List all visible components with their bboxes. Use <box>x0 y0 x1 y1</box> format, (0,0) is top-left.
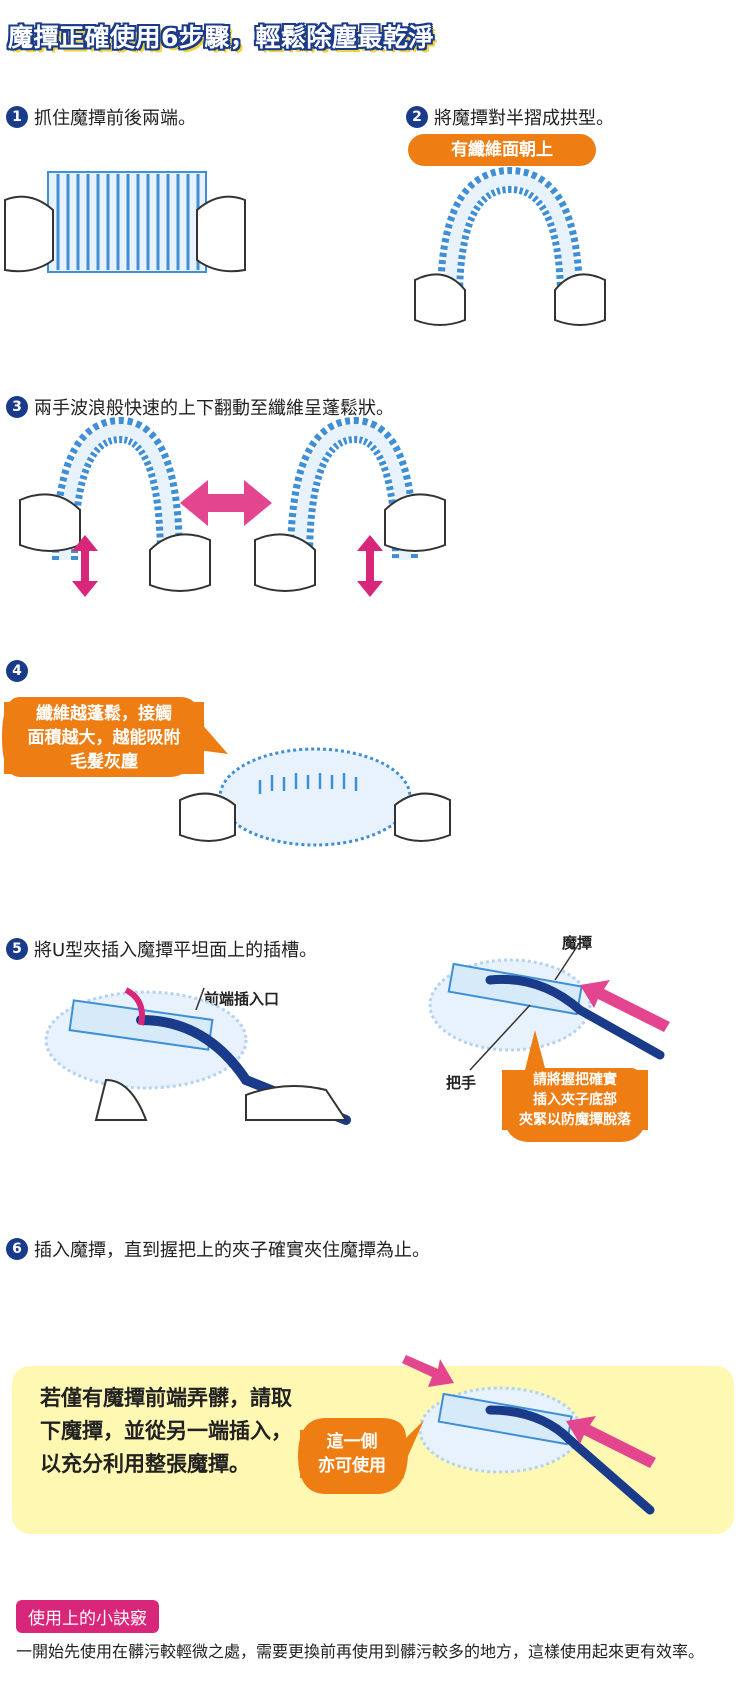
duster-label: 魔撢 <box>562 934 593 952</box>
step-text: 將U型夾插入魔撢平坦面上的插槽。 <box>34 940 318 961</box>
step-2: 2 將魔撢對半摺成拱型。 <box>406 104 614 130</box>
step-1-illustration <box>4 171 246 273</box>
bubble-line: 面積越大，越能吸附 <box>27 728 181 748</box>
step-text: 兩手波浪般快速的上下翻動至纖維呈蓬鬆狀。 <box>34 398 394 419</box>
step-5-illustration-left <box>44 987 351 1125</box>
step-text: 將魔撢對半摺成拱型。 <box>434 108 614 129</box>
bubble-line: 毛髮灰塵 <box>70 752 138 772</box>
step-number: 6 <box>6 1238 28 1260</box>
page-title: 魔撢正確使用6步驟，輕鬆除塵最乾淨 <box>8 23 434 52</box>
end-insert-arrow-icon <box>402 1355 454 1387</box>
fiber-tip-bubble: 纖維越蓬鬆，接觸 面積越大，越能吸附 毛髮灰塵 <box>4 702 204 774</box>
secure-clip-bubble: 請將握把確實 插入夾子底部 夾緊以防魔撢脫落 <box>502 1070 648 1130</box>
step-5: 5 將U型夾插入魔撢平坦面上的插槽。 <box>6 936 317 962</box>
step-2-illustration <box>414 166 606 326</box>
step-number: 2 <box>406 106 428 128</box>
handle-label: 把手 <box>446 1074 477 1092</box>
step-text: 插入魔撢，直到握把上的夾子確實夾住魔撢為止。 <box>34 1240 430 1261</box>
vertical-arrow-icon <box>357 535 383 597</box>
bubble-line: 這一側 <box>326 1432 378 1452</box>
fiber-side-up-label: 有纖維面朝上 <box>408 134 596 166</box>
step-number: 1 <box>6 106 28 128</box>
other-side-bubble: 這一側 亦可使用 <box>300 1430 404 1478</box>
step-text: 抓住魔撢前後兩端。 <box>34 108 196 129</box>
double-arrow-icon <box>180 480 272 526</box>
step-number: 4 <box>6 660 28 682</box>
step-3-illustration-right <box>254 416 446 592</box>
step-6: 6 插入魔撢，直到握把上的夾子確實夾住魔撢為止。 <box>6 1236 430 1262</box>
reuse-tip-text: 若僅有魔撢前端弄髒，請取 下魔撢，並從另一端插入， 以充分利用整張魔撢。 <box>40 1382 292 1481</box>
front-slot-label: 前端插入口 <box>204 990 280 1008</box>
step-number: 3 <box>6 396 28 418</box>
insert-direction-arrow-icon <box>580 980 670 1032</box>
tip-line: 下魔撢，並從另一端插入， <box>40 1419 292 1443</box>
tip-line: 以充分利用整張魔撢。 <box>40 1452 250 1476</box>
bubble-line: 夾緊以防魔撢脫落 <box>519 1112 631 1128</box>
bubble-line: 纖維越蓬鬆，接觸 <box>36 704 172 724</box>
step-3-illustration-left <box>19 416 211 592</box>
vertical-arrow-icon <box>72 535 98 597</box>
step-1: 1 抓住魔撢前後兩端。 <box>6 104 196 130</box>
step-4: 4 <box>6 660 34 682</box>
bubble-line: 請將握把確實 <box>533 1072 617 1088</box>
step-5-illustration-right <box>428 941 665 1071</box>
tips-text: 一開始先使用在髒污較輕微之處，需要更換前再使用到髒污較多的地方，這樣使用起來更有… <box>16 1642 705 1661</box>
tip-line: 若僅有魔撢前端弄髒，請取 <box>40 1386 292 1410</box>
step-4-illustration <box>179 747 451 847</box>
step-number: 5 <box>6 938 28 960</box>
step-3: 3 兩手波浪般快速的上下翻動至纖維呈蓬鬆狀。 <box>6 394 394 420</box>
bubble-line: 亦可使用 <box>318 1456 386 1476</box>
tips-heading: 使用上的小訣竅 <box>16 1600 159 1633</box>
insert-direction-arrow-icon <box>566 1416 656 1468</box>
bubble-line: 插入夾子底部 <box>533 1092 617 1108</box>
